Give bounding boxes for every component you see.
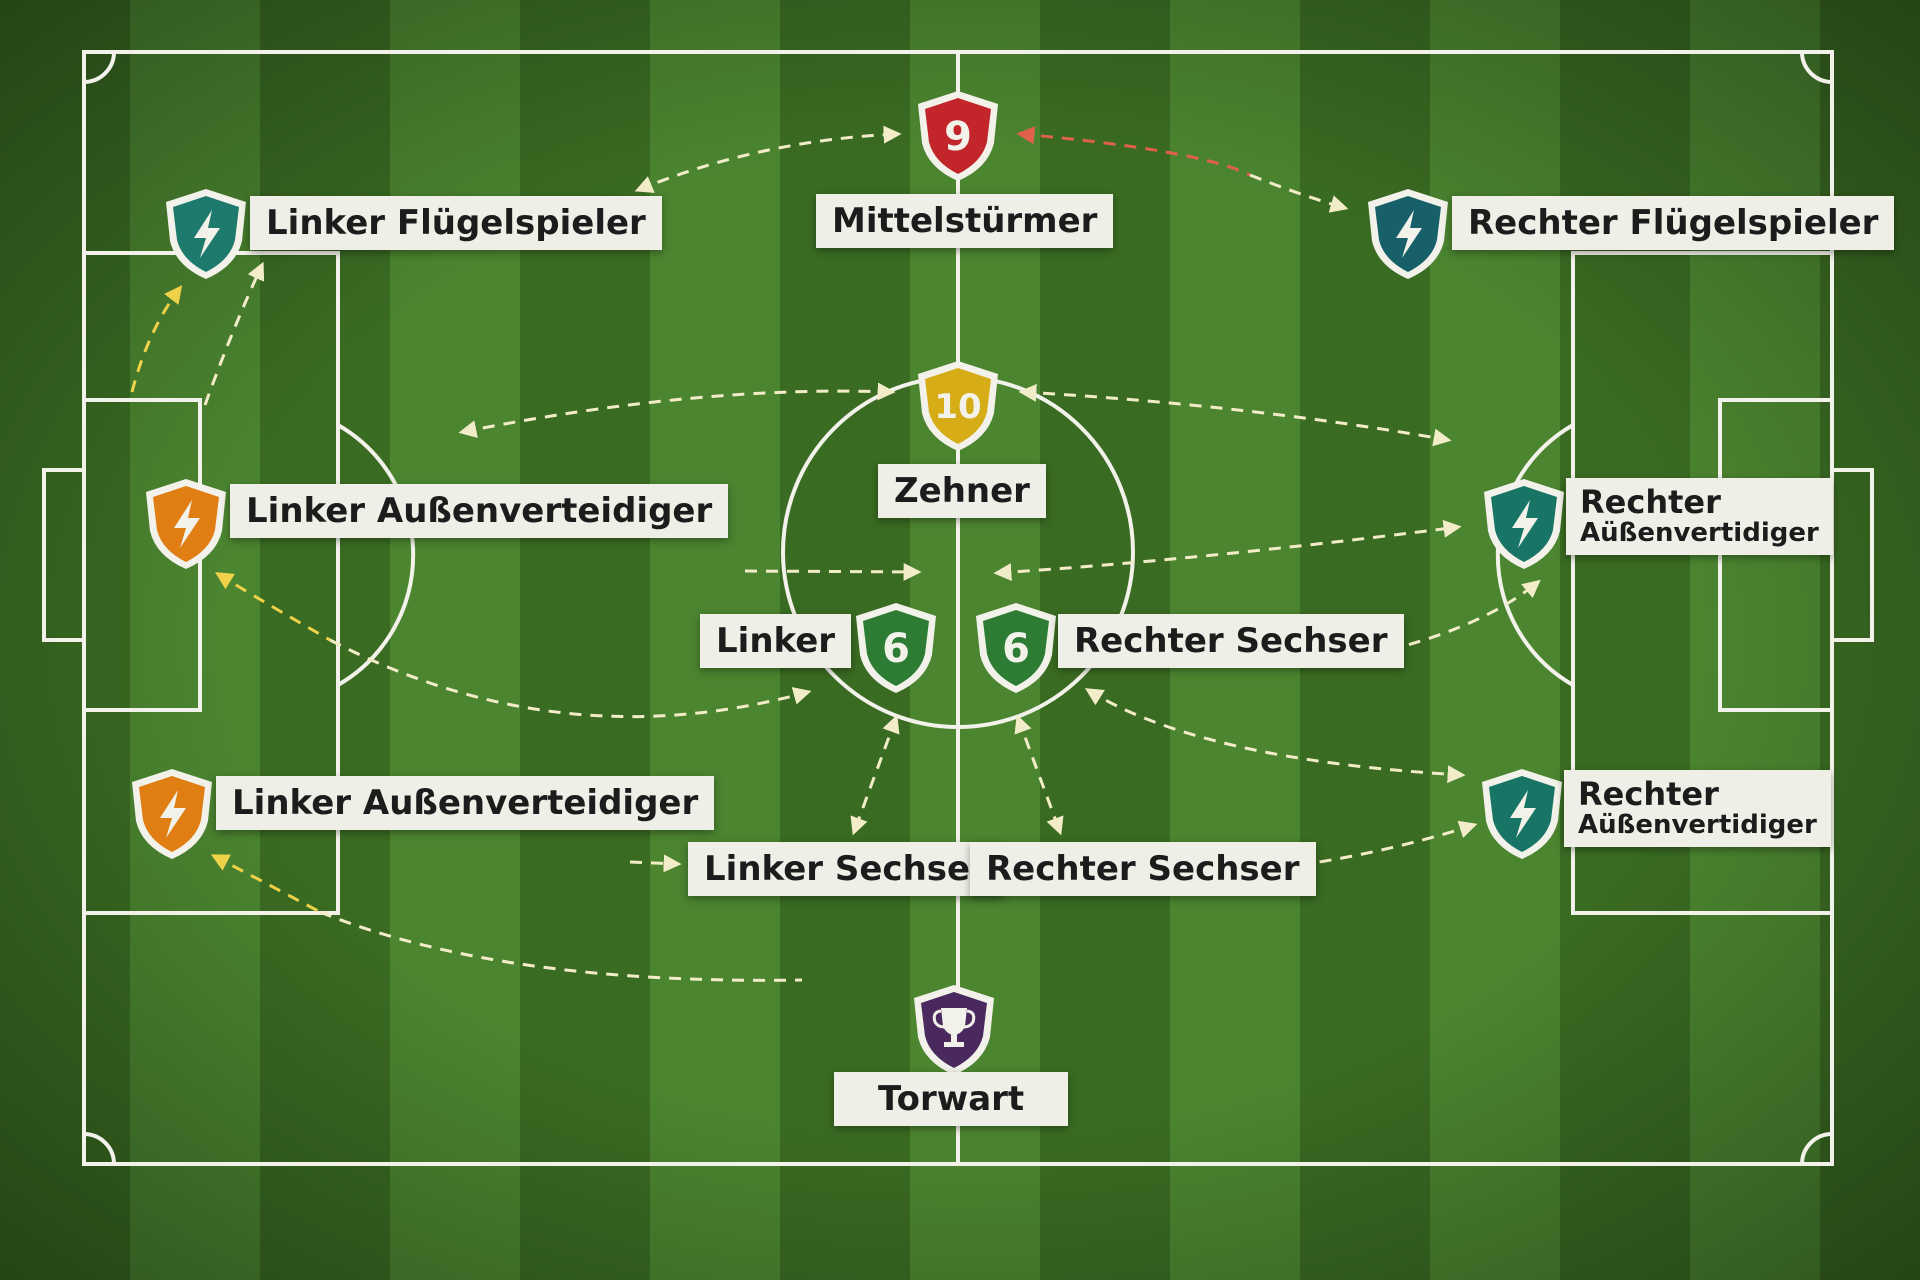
right-six-badge: 6	[972, 600, 1060, 696]
arrow-left-mid	[744, 562, 922, 581]
left-six-label: Linker	[700, 614, 852, 668]
left-six-badge: 6	[852, 600, 940, 696]
striker-number: 9	[944, 114, 972, 160]
lightning-icon	[1512, 500, 1538, 548]
playmaker-number: 10	[934, 387, 981, 427]
lightning-icon	[160, 790, 186, 838]
striker-badge: 9	[914, 88, 1002, 184]
arrow-ten-left	[458, 382, 896, 439]
left-back-lower-badge	[128, 766, 216, 862]
playmaker-badge: 10	[914, 358, 1002, 454]
playmaker-shield	[925, 368, 991, 444]
left-winger-label: Linker Flügelspieler	[250, 196, 662, 250]
arrow-ten-right	[1018, 383, 1452, 447]
lightning-icon	[1396, 210, 1422, 258]
right-back-upper-label: Rechter Aüßenvertidiger	[1566, 478, 1833, 555]
left-six-number: 6	[882, 626, 910, 672]
playmaker-label: Zehner	[878, 464, 1046, 518]
arrow-striker-leftwing	[634, 125, 902, 193]
goalkeeper-label: Torwart	[834, 1072, 1069, 1126]
arrow-right-mid	[993, 519, 1462, 582]
goalkeeper-badge	[910, 982, 998, 1078]
right-winger-label: Rechter Flügelspieler	[1452, 196, 1895, 250]
left-goal	[42, 468, 86, 642]
corner-arc-tl	[83, 51, 116, 84]
right-six-position-label: Rechter Sechser	[970, 842, 1316, 896]
striker-label: Mittelstürmer	[816, 194, 1114, 248]
right-goal	[1830, 468, 1874, 642]
left-six-shield	[863, 610, 929, 686]
corner-arc-bl	[83, 1132, 116, 1165]
lightning-icon	[174, 500, 200, 548]
right-back-lower-label: Rechter Aüßenvertidiger	[1564, 770, 1831, 847]
lightning-icon	[1510, 790, 1536, 838]
trophy-icon	[932, 1008, 976, 1047]
right-back-upper-subtitle: Aüßenvertidiger	[1580, 517, 1819, 548]
corner-arc-br	[1800, 1132, 1833, 1165]
pitch-markings	[42, 50, 1874, 1166]
right-six-shield	[983, 610, 1049, 686]
right-six-number: 6	[1002, 626, 1030, 672]
striker-shield	[925, 98, 991, 174]
arrow-bottom-left-b	[319, 910, 803, 982]
left-penalty-arc	[337, 423, 416, 687]
arrow-into-left-six	[629, 854, 682, 873]
arrow-bottom-left	[210, 854, 321, 914]
right-six-label: Rechter Sechser	[1058, 614, 1404, 668]
left-winger-badge	[162, 186, 250, 282]
right-back-lower-title: Rechter	[1578, 775, 1719, 813]
left-back-lower-label: Linker Außenverteidiger	[216, 776, 715, 830]
right-back-upper-badge	[1480, 476, 1568, 572]
left-back-upper-label: Linker Außenverteidiger	[230, 484, 729, 538]
right-winger-badge	[1364, 186, 1452, 282]
right-back-upper-title: Rechter	[1580, 483, 1721, 521]
right-back-lower-badge	[1478, 766, 1566, 862]
right-back-lower-subtitle: Aüßenvertidiger	[1578, 809, 1817, 840]
arrow-leftwing-up-2	[203, 261, 265, 406]
left-six-position-label: Linker Sechser	[688, 842, 1003, 896]
left-back-upper-badge	[142, 476, 230, 572]
arrow-striker-rightwing-b	[1249, 173, 1349, 213]
arrow-leftback-six-b	[329, 638, 812, 719]
corner-arc-tr	[1800, 51, 1833, 84]
arrow-leftback-six	[214, 572, 331, 642]
arrow-striker-rightwing	[1016, 126, 1251, 177]
lightning-icon	[194, 210, 220, 258]
arrow-rightsix-lowerback	[1084, 688, 1466, 784]
